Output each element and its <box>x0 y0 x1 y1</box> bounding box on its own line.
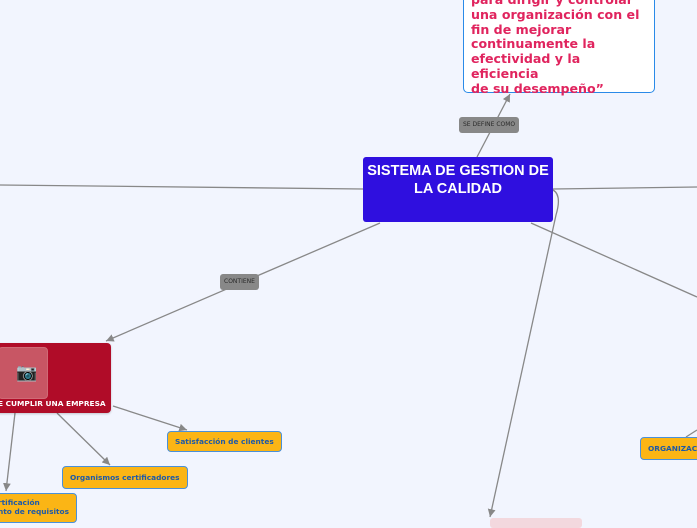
line-right <box>552 186 697 190</box>
certification-line1: rtificación <box>0 498 40 507</box>
camera-icon: 📷 <box>16 363 38 383</box>
line-bottom <box>487 189 560 518</box>
image-placeholder[interactable]: 📷 <box>0 347 48 399</box>
line-organizac <box>685 429 697 438</box>
line-certifiers <box>56 412 111 466</box>
definition-node[interactable]: para dirigir y controlar una organizació… <box>463 0 655 96</box>
node-certification[interactable]: rtificación nto de requisitos <box>0 493 78 523</box>
line-left <box>0 184 364 190</box>
node-certifiers[interactable]: Organismos certificadores <box>62 466 188 489</box>
node-satisfaction[interactable]: Satisfacción de clientes <box>167 431 282 452</box>
certification-line2: nto de requisitos <box>0 507 70 516</box>
requirements-node[interactable]: 📷 E CUMPLIR UNA EMPRESA <box>0 343 111 413</box>
line-lower-right <box>530 222 697 298</box>
node-organizac[interactable]: ORGANIZAC <box>640 437 697 460</box>
line-certification <box>3 412 16 492</box>
requirements-label: E CUMPLIR UNA EMPRESA <box>0 399 106 408</box>
connector-label-defines[interactable]: SE DEFINE COMO <box>459 117 520 133</box>
line-satisfaction <box>112 405 188 432</box>
connector-label-contains[interactable]: CONTIENE <box>220 274 259 290</box>
central-node[interactable]: SISTEMA DE GESTION DE LA CALIDAD <box>363 157 553 222</box>
